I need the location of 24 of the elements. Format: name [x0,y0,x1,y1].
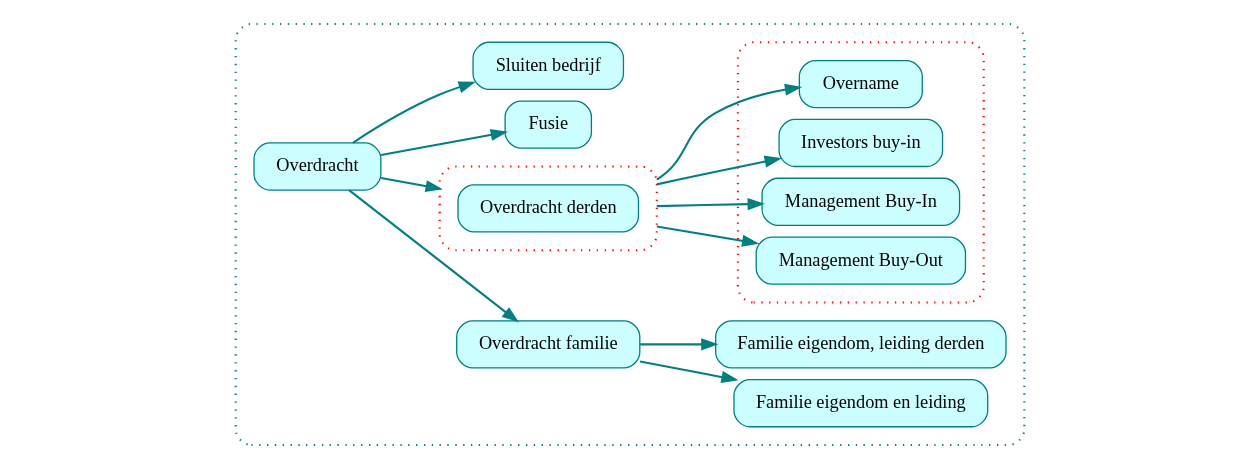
arrow [656,83,803,181]
node-box: Familie eigendom, leiding derden [715,320,1007,369]
arrow [380,128,508,157]
arrow [348,189,519,323]
node-box: Overdracht derden [457,184,640,233]
arrow [352,81,476,144]
arrow [380,176,443,193]
node-box: Management Buy-Out [755,236,967,285]
node-box: Overname [798,59,923,109]
arrow [640,338,719,351]
arrow [656,198,765,211]
cluster [736,41,985,304]
node-box: Fusie [504,100,593,149]
node-box: Investors buy-in [778,118,944,168]
node-box: Overdracht familie [456,320,641,369]
node-box: Sluiten bedrijf [472,41,625,90]
node-box: Management Buy-In [761,177,961,226]
arrow [656,225,760,247]
cluster [234,22,1026,447]
arrow [656,155,782,186]
node-box: Overdracht [253,142,382,191]
cluster [438,165,658,252]
node-box: Familie eigendom en leiding [733,379,989,428]
arrow [639,360,739,383]
